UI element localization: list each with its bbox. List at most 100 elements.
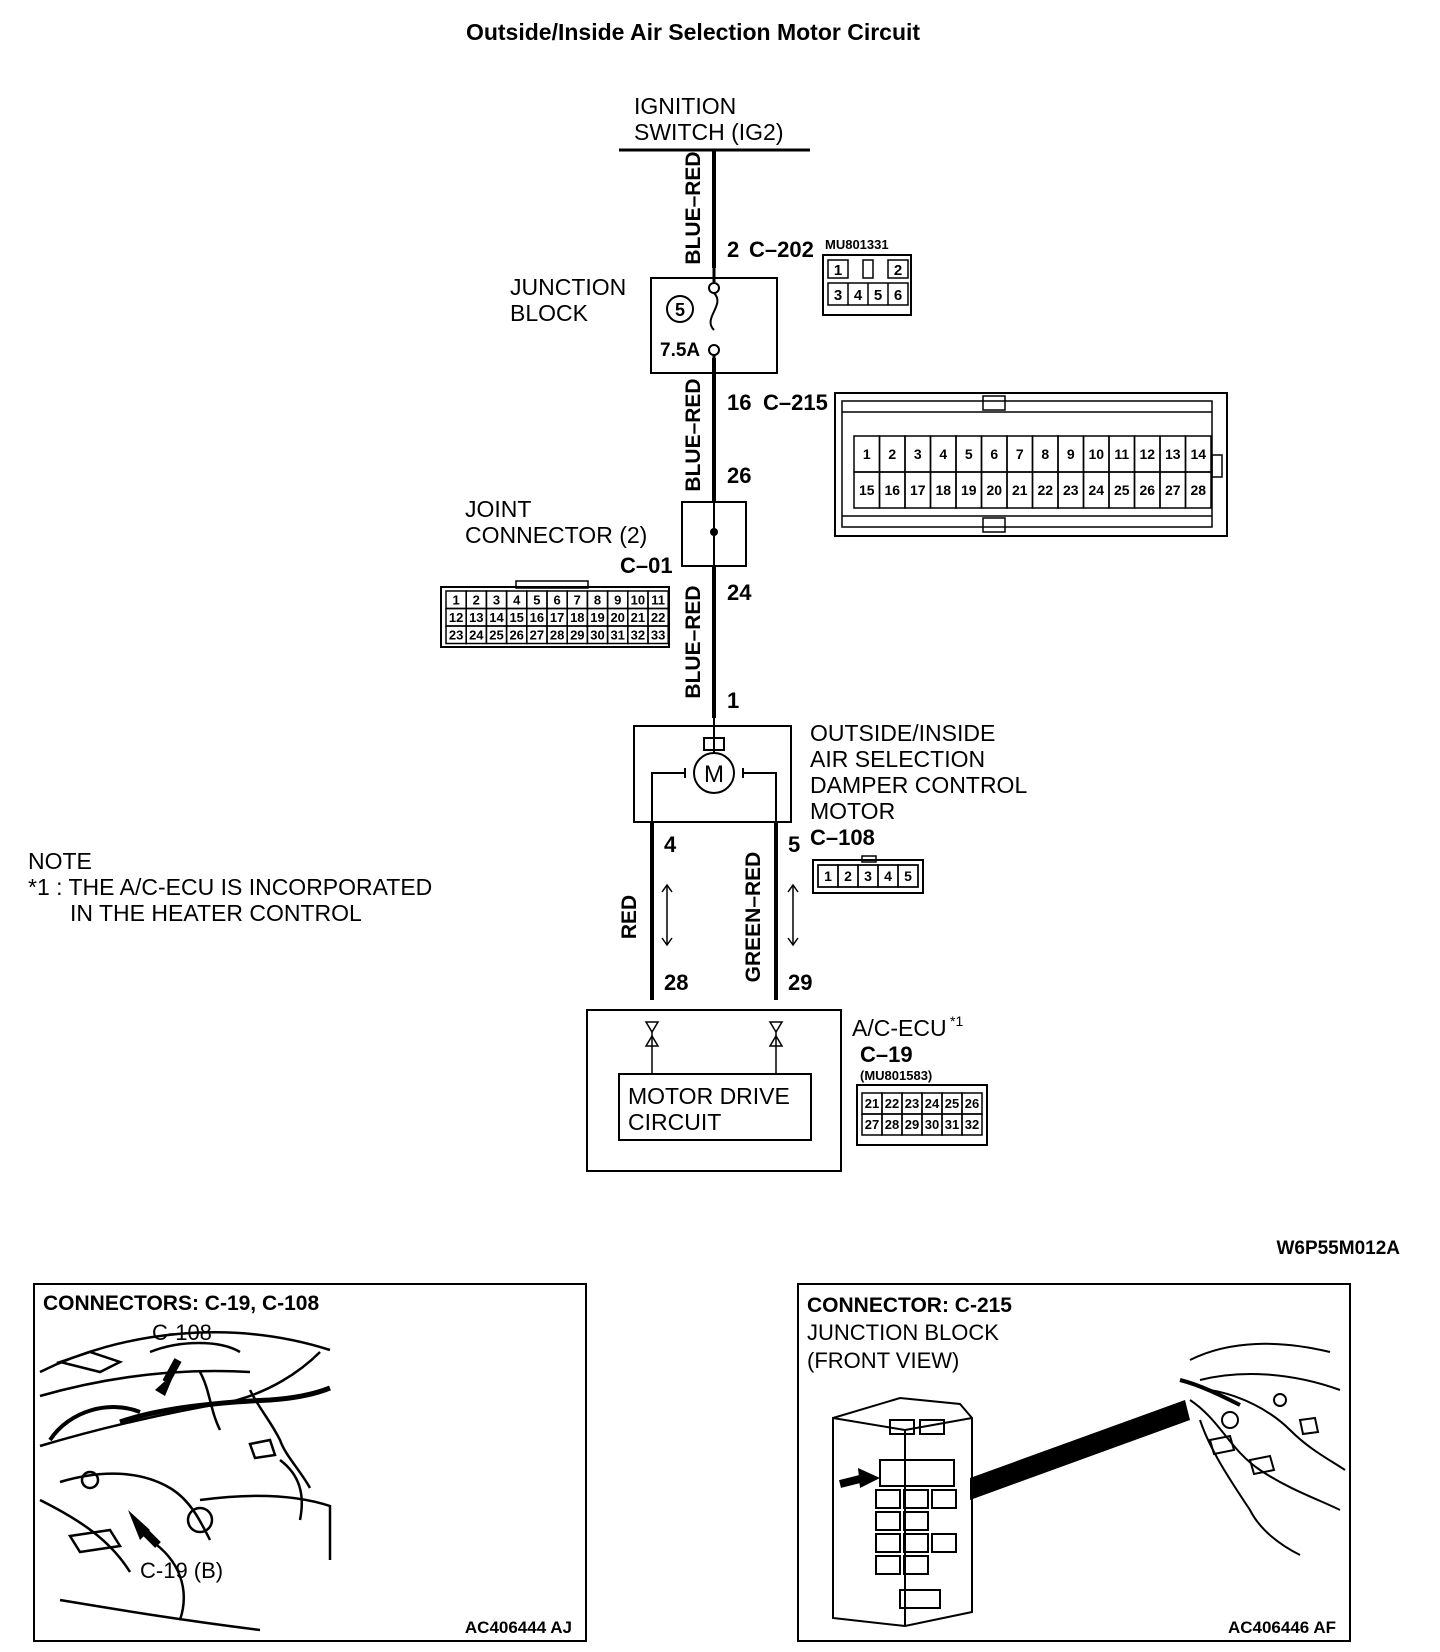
panel-left-code: AC406444 AJ <box>465 1618 572 1637</box>
c108-cell-label: 2 <box>844 868 852 884</box>
c19-cell-label: 22 <box>885 1096 899 1111</box>
junction-block-label-1: JUNCTION <box>510 274 626 300</box>
bidirectional-arrow-icon <box>661 883 799 947</box>
c215-cell-label: 14 <box>1190 446 1206 462</box>
c215-cell-label: 4 <box>939 446 947 462</box>
motor-pin-1: 1 <box>727 688 739 713</box>
motor-label-line: OUTSIDE/INSIDE <box>810 720 995 746</box>
panel-right-line-3: (FRONT VIEW) <box>807 1348 959 1373</box>
c01-cell-label: 20 <box>610 610 624 625</box>
c202-connector-icon: 1 2 3 4 5 6 <box>822 254 912 316</box>
c215-cell-label: 17 <box>910 482 926 498</box>
c215-cell-label: 27 <box>1165 482 1181 498</box>
c01-cell-label: 30 <box>590 627 604 642</box>
ecu-pin-29: 29 <box>788 970 812 995</box>
fuse-icon <box>708 268 720 369</box>
panel-left-title: CONNECTORS: C-19, C-108 <box>43 1292 319 1315</box>
ecu-pin-28: 28 <box>664 970 688 995</box>
motor-drive-line-1: MOTOR DRIVE <box>628 1083 790 1109</box>
c01-cell-label: 27 <box>530 627 544 642</box>
splice-dot <box>710 528 718 536</box>
c19-cell-label: 30 <box>925 1117 939 1132</box>
junction-block-label-2: BLOCK <box>510 300 589 326</box>
c215-cell-box <box>1184 471 1212 509</box>
c19-cell-box <box>961 1113 983 1136</box>
c108-cell-label: 1 <box>824 868 832 884</box>
c01-cell-label: 16 <box>530 610 544 625</box>
ecu-box <box>586 1009 842 1172</box>
ecu-input-arrows-icon <box>644 1021 784 1074</box>
c108-cell-label: 4 <box>884 868 892 884</box>
c01-cell-label: 33 <box>651 627 665 642</box>
c19-name: C–19 <box>860 1042 913 1067</box>
motor-pin-4: 4 <box>664 832 677 857</box>
c215-cell-label: 10 <box>1088 446 1104 462</box>
c01-cell-label: 4 <box>513 592 521 607</box>
c202-cell: 3 <box>834 287 842 304</box>
c19-cell-label: 31 <box>945 1117 959 1132</box>
c01-cell-label: 23 <box>449 627 463 642</box>
motor-label: OUTSIDE/INSIDE AIR SELECTION DAMPER CONT… <box>810 720 1027 824</box>
c01-cell-label: 13 <box>469 610 483 625</box>
c215-cell-label: 6 <box>990 446 998 462</box>
c202-cell: 1 <box>834 262 842 279</box>
note-line-1: *1 : THE A/C-ECU IS INCORPORATED <box>28 874 432 900</box>
panel-left-label-c19: C-19 (B) <box>140 1558 223 1583</box>
c215-cell-label: 28 <box>1190 482 1206 498</box>
c108-cell-label: 3 <box>864 868 872 884</box>
c01-cell-label: 24 <box>469 627 484 642</box>
c01-cell-label: 2 <box>473 592 480 607</box>
junction-block-illustration <box>832 1396 973 1628</box>
c01-cell-label: 26 <box>509 627 523 642</box>
c01-cell-label: 18 <box>570 610 584 625</box>
c215-cell-label: 1 <box>863 446 871 462</box>
joint-connector-label-1: JOINT <box>465 496 531 522</box>
c215-cell-label: 26 <box>1139 482 1155 498</box>
c01-cell-label: 21 <box>631 610 645 625</box>
fuse-rating: 7.5A <box>660 340 700 361</box>
wire-label-red: RED <box>618 895 641 939</box>
c202-part-number: MU801331 <box>825 237 889 252</box>
c01-cell-label: 29 <box>570 627 584 642</box>
panel-right-code: AC406446 AF <box>1228 1618 1336 1637</box>
diagram-code: W6P55M012A <box>1276 1238 1400 1259</box>
callout-arrow-icon <box>155 1358 182 1396</box>
c19-part-number: (MU801583) <box>860 1068 932 1083</box>
panel-left-label-c108: C-108 <box>152 1320 212 1345</box>
c19-cell-label: 28 <box>885 1117 899 1132</box>
c215-cell-label: 15 <box>859 482 875 498</box>
dashboard-harness-illustration <box>1179 1342 1346 1556</box>
c215-cell-label: 21 <box>1012 482 1028 498</box>
c215-cell-label: 18 <box>935 482 951 498</box>
c202-name: C–202 <box>749 237 814 262</box>
c215-cell-label: 25 <box>1114 482 1130 498</box>
c19-cell-label: 24 <box>925 1096 940 1111</box>
c202-cell: 2 <box>894 262 902 279</box>
c01-cell-label: 9 <box>614 592 621 607</box>
panel-right-line-2: JUNCTION BLOCK <box>807 1320 999 1345</box>
motor-box <box>633 725 792 823</box>
c19-cell-label: 32 <box>965 1117 979 1132</box>
c108-name: C–108 <box>810 825 875 850</box>
wire-label-blue-red-1: BLUE–RED <box>682 151 705 264</box>
wire-label-blue-red-3: BLUE–RED <box>682 585 705 698</box>
c01-cell-label: 3 <box>493 592 500 607</box>
c01-cell-label: 6 <box>553 592 560 607</box>
c01-cell-label: 12 <box>449 610 463 625</box>
motor-ecu-wires <box>650 822 778 1000</box>
c01-cell-label: 11 <box>651 592 665 607</box>
c215-cell-label: 8 <box>1041 446 1049 462</box>
c215-cell-label: 13 <box>1165 446 1181 462</box>
fuse-number-circle <box>666 295 694 323</box>
callout-arrow-icon <box>839 1468 880 1488</box>
c19-cell-label: 29 <box>905 1117 919 1132</box>
motor-label-line: DAMPER CONTROL <box>810 772 1027 798</box>
callout-arrow-icon <box>128 1510 161 1548</box>
ignition-label-1: IGNITION <box>634 93 736 119</box>
c215-cell-label: 12 <box>1139 446 1155 462</box>
joint-pin-24: 24 <box>727 580 752 605</box>
c215-cell-label: 11 <box>1114 446 1129 462</box>
